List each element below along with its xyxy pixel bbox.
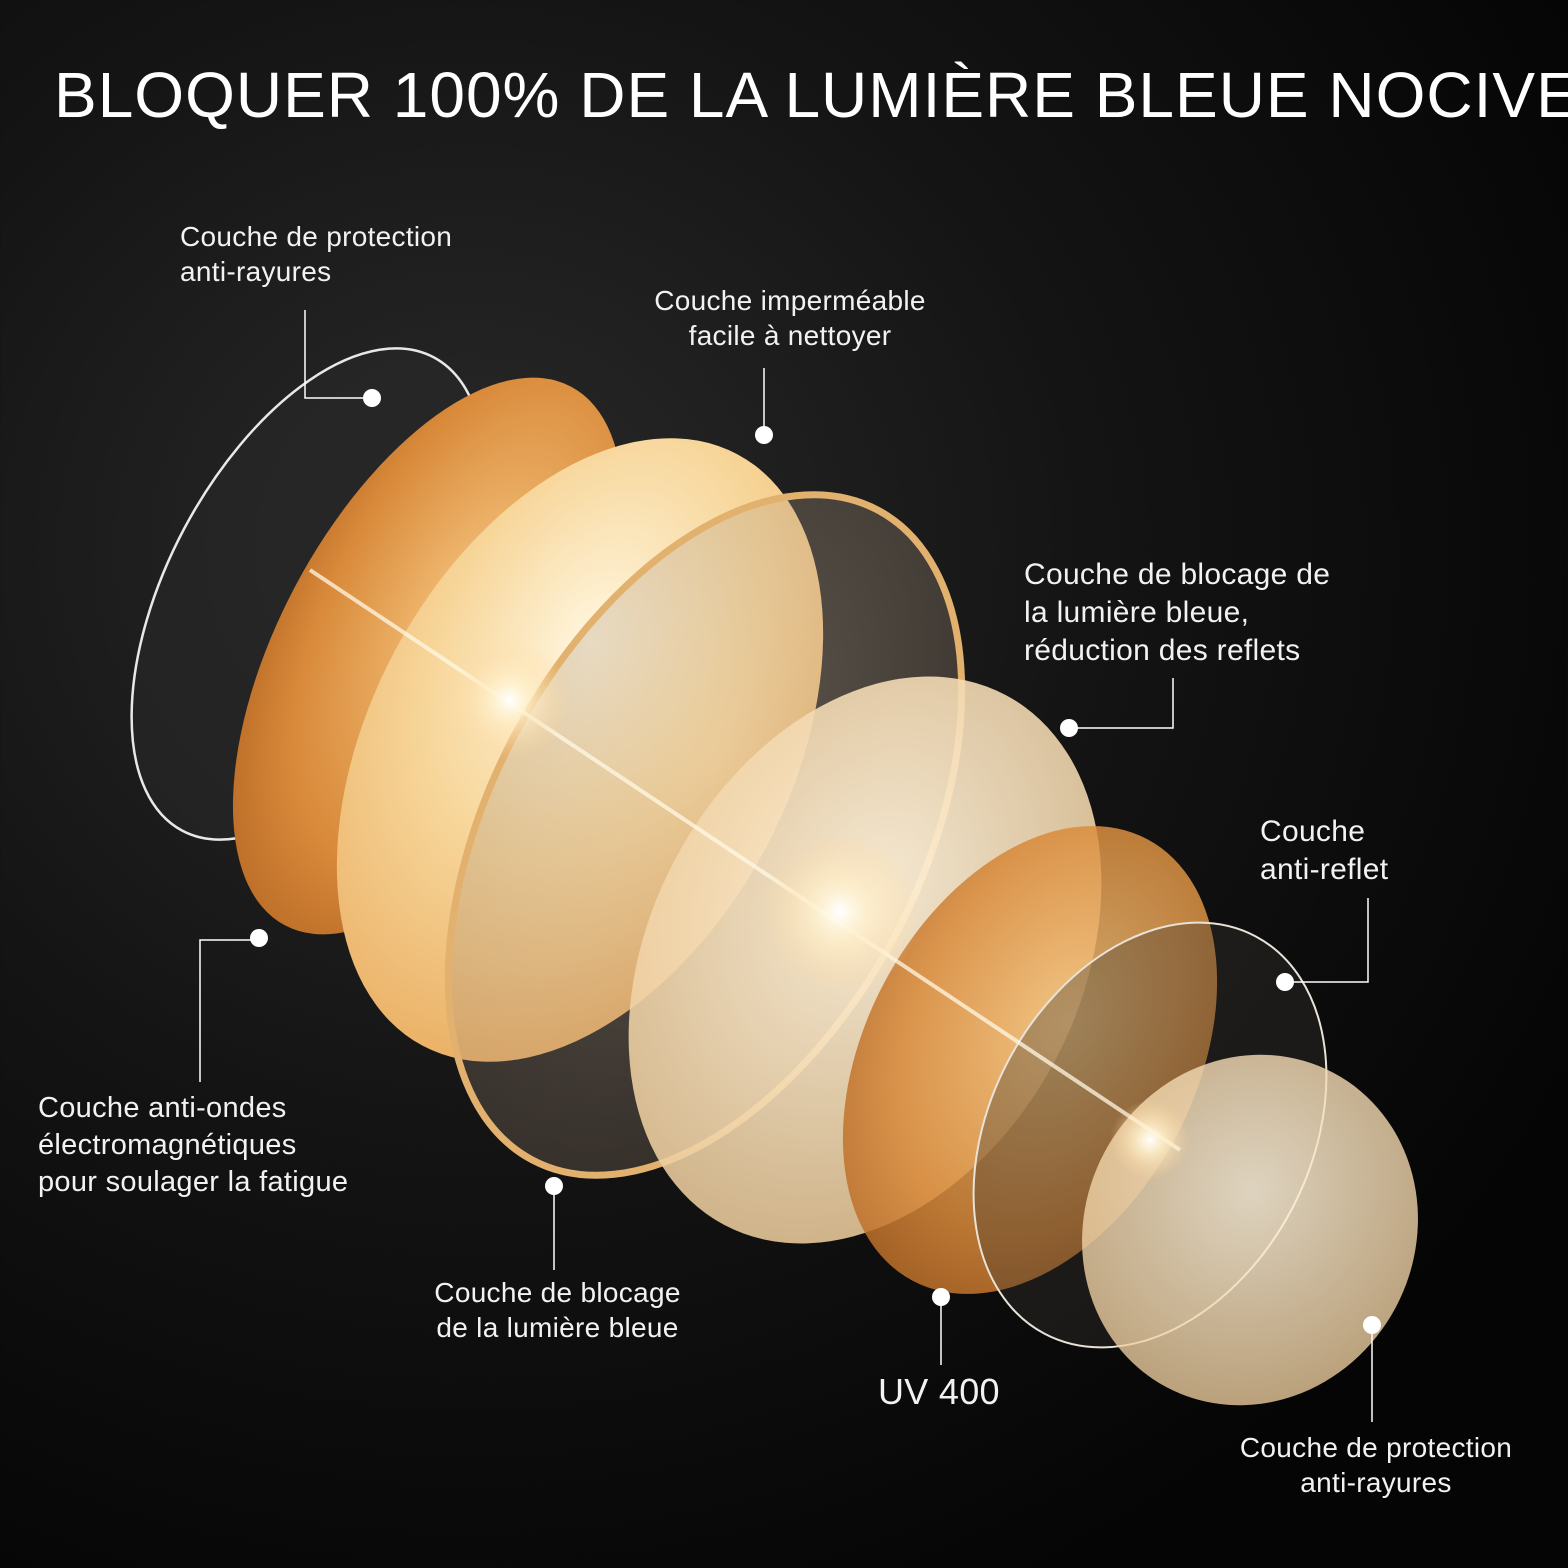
callout-dot-scratch-front <box>363 389 381 407</box>
light-flare-1 <box>450 640 570 760</box>
callout-line-bluelight-glare <box>1069 678 1174 729</box>
label-bluelight: Couche de blocage de la lumière bleue <box>434 1277 681 1343</box>
label-bluelight-glare: Couche de blocage de la lumière bleue, r… <box>1024 558 1331 667</box>
callout-dot-anti-em <box>250 929 268 947</box>
label-anti-reflect: Couche anti-reflet <box>1260 815 1389 886</box>
label-anti-em: Couche anti-ondes électromagnétiques pou… <box>38 1092 349 1198</box>
label-uv400: UV 400 <box>878 1371 1000 1412</box>
label-scratch-front: Couche de protection anti-rayures <box>180 221 453 287</box>
callout-dot-anti-reflect <box>1276 973 1294 991</box>
label-waterproof: Couche imperméable facile à nettoyer <box>654 285 926 351</box>
callout-dot-bluelight-glare <box>1060 719 1078 737</box>
callout-line-anti-reflect <box>1285 898 1369 983</box>
callout-dot-waterproof <box>755 426 773 444</box>
callout-dot-scratch-back <box>1363 1316 1381 1334</box>
callout-line-anti-em <box>199 939 259 1082</box>
light-flare-2 <box>760 832 920 992</box>
light-flare-3 <box>1110 1100 1190 1180</box>
light-beam <box>308 568 1182 1152</box>
callout-dot-bluelight <box>545 1177 563 1195</box>
label-scratch-back: Couche de protection anti-rayures <box>1239 1432 1513 1498</box>
callout-dot-uv <box>932 1288 950 1306</box>
page-title: BLOQUER 100% DE LA LUMIÈRE BLEUE NOCIVE <box>54 59 1568 131</box>
callout-line-scratch-front <box>304 310 372 399</box>
